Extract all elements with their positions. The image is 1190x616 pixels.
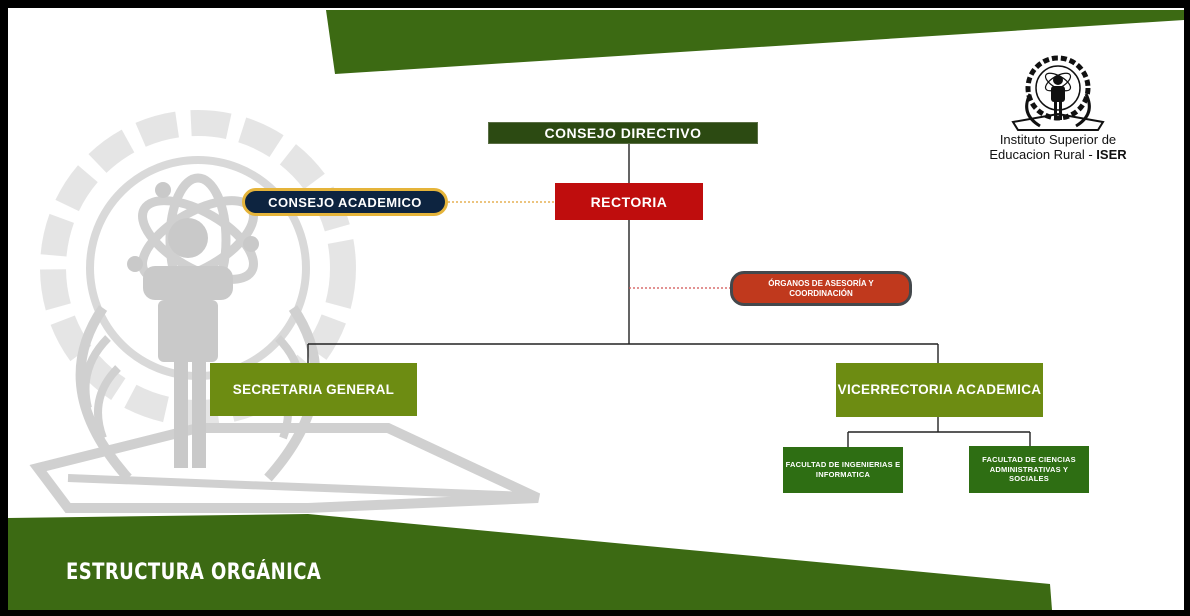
top-green-band (326, 10, 1184, 74)
slide: CONSEJO DIRECTIVO RECTORIA CONSEJO ACADE… (8, 8, 1184, 610)
logo-caption: Instituto Superior de Educacion Rural - … (968, 132, 1148, 162)
node-consejo-directivo: CONSEJO DIRECTIVO (488, 122, 758, 144)
watermark-emblem (29, 110, 541, 513)
bottom-green-band (8, 514, 1052, 610)
logo-line-2-bold: ISER (1096, 147, 1127, 162)
slide-title: ESTRUCTURA ORGÁNICA (66, 560, 322, 585)
logo-line-2: Educacion Rural - ISER (968, 147, 1148, 162)
node-organos-asesoria: ÓRGANOS DE ASESORÍA Y COORDINACIÓN (730, 271, 912, 306)
org-chart-connectors (307, 144, 1031, 447)
node-facultad-ciencias: FACULTAD DE CIENCIAS ADMINISTRATIVAS Y S… (969, 446, 1089, 493)
node-vicerrectoria-academica: VICERRECTORIA ACADEMICA (836, 363, 1043, 417)
logo-line-2-prefix: Educacion Rural - (989, 147, 1097, 162)
decorative-bands (8, 10, 1184, 610)
logo-line-1: Instituto Superior de (999, 132, 1117, 147)
iser-emblem-icon (1011, 55, 1105, 131)
node-consejo-academico: CONSEJO ACADEMICO (242, 188, 448, 216)
node-rectoria: RECTORIA (555, 183, 703, 220)
node-facultad-ingenierias: FACULTAD DE INGENIERIAS E INFORMATICA (783, 447, 903, 493)
node-secretaria-general: SECRETARIA GENERAL (210, 363, 417, 416)
iser-logo: Instituto Superior de Educacion Rural - … (968, 54, 1148, 166)
